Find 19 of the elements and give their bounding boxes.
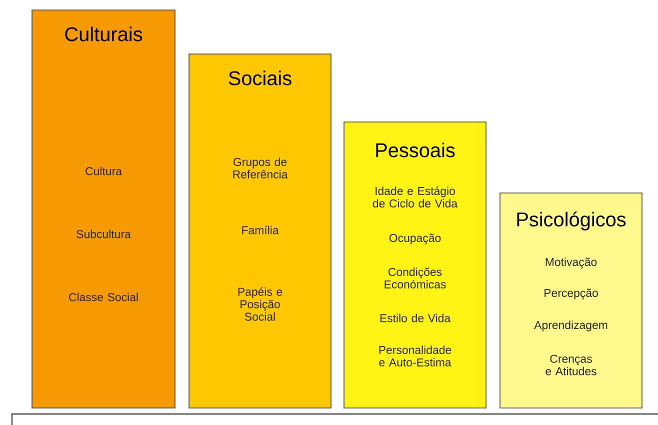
factor-item: Condições Económicas — [384, 268, 446, 288]
factor-item: Motivação — [546, 258, 597, 268]
factor-item: Classe Social — [69, 292, 138, 302]
factor-item: Aprendizagem — [534, 320, 608, 332]
factor-item: Ocupação — [389, 234, 441, 244]
factor-item: Família — [242, 226, 279, 234]
factor-item: Grupos de Referência — [233, 158, 288, 178]
factor-item: Idade e Estágio de Ciclo de Vida — [372, 186, 458, 208]
column-heading: Psicológicos — [517, 212, 626, 230]
factor-item: Estilo de Vida — [380, 314, 451, 322]
factor-item: Percepção — [544, 288, 598, 300]
factor-item: Personalidade e Auto-Estima — [379, 346, 452, 366]
column-heading: Pessoais — [376, 142, 455, 158]
column-heading: Sociais — [228, 70, 292, 86]
factor-item: Crenças e Atitudes — [546, 354, 596, 376]
factor-item: Subcultura — [76, 230, 131, 238]
column-heading: Culturais — [65, 26, 142, 42]
factor-item: Papéis e Posição Social — [238, 287, 282, 321]
factor-item: Cultura — [86, 166, 122, 176]
